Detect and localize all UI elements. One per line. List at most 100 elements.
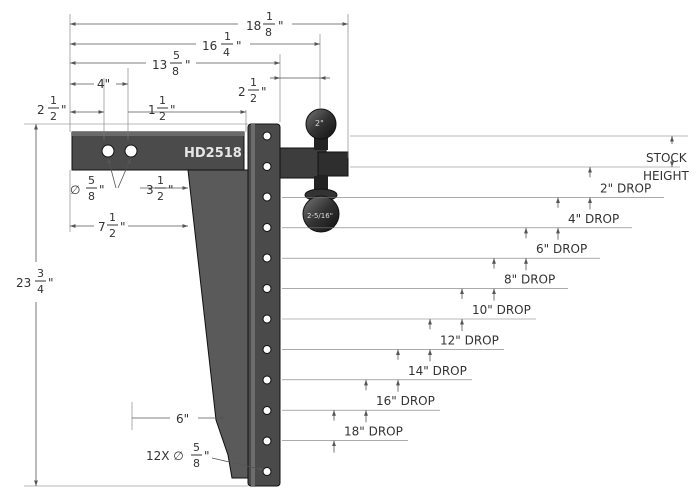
dim-ball-offset: 2 1 2 " xyxy=(238,76,267,105)
top-dimensions: 18 1 8 " 16 1 4 " 13 5 8 " 4" xyxy=(37,10,349,158)
drop-ladder: STOCK HEIGHT 2" DROP 4" DROP 6" DROP 8" DRO… xyxy=(282,135,689,453)
svg-text:2: 2 xyxy=(159,110,166,123)
svg-text:2: 2 xyxy=(238,85,246,99)
drop-label: 16" DROP xyxy=(376,394,435,408)
svg-text:1: 1 xyxy=(159,94,166,107)
drop-row: 12" DROP xyxy=(282,319,504,362)
svg-text:3: 3 xyxy=(146,183,154,197)
pin-hole-2 xyxy=(124,144,138,158)
drop-label: 8" DROP xyxy=(504,273,555,287)
svg-text:23: 23 xyxy=(16,276,31,290)
drop-label: 18" DROP xyxy=(344,425,403,439)
drop-row: 18" DROP xyxy=(282,410,408,453)
svg-text:3: 3 xyxy=(37,267,44,280)
drop-hole xyxy=(262,284,272,293)
top-ball xyxy=(305,108,337,140)
riser-plate xyxy=(187,169,251,479)
svg-text:5: 5 xyxy=(193,441,200,454)
svg-text:1: 1 xyxy=(109,211,116,224)
top-ball-label: 2" xyxy=(315,119,324,128)
svg-text:8: 8 xyxy=(88,190,95,203)
shank-highlight xyxy=(72,132,244,136)
dim-shank-length: 7 1 2 " xyxy=(98,211,126,240)
stock-height-label: STOCK HEIGHT xyxy=(643,151,689,183)
left-dimensions: ∅ 5 8 " 3 1 2 " 7 1 2 " xyxy=(16,123,265,487)
svg-text:2: 2 xyxy=(50,110,57,123)
dim-bottom-width: 6" xyxy=(176,412,189,426)
svg-text:12X ∅: 12X ∅ xyxy=(146,449,184,463)
dim-length-2: 16 1 4 " xyxy=(202,30,242,59)
drop-label: 12" DROP xyxy=(440,333,499,347)
svg-text:": " xyxy=(120,220,126,234)
svg-text:5: 5 xyxy=(88,174,95,187)
svg-text:": " xyxy=(168,183,174,197)
svg-text:1: 1 xyxy=(157,174,164,187)
svg-text:8: 8 xyxy=(193,457,200,470)
dim-pin-hole-dia: ∅ 5 8 " xyxy=(70,174,105,203)
drop-bar-edge xyxy=(251,124,255,486)
svg-text:4: 4 xyxy=(223,46,230,59)
drop-label: 10" DROP xyxy=(472,303,531,317)
dim-length-3: 13 5 8 " xyxy=(152,49,191,78)
svg-text:": " xyxy=(204,449,210,463)
pin-hole-1 xyxy=(101,144,115,158)
drop-hole xyxy=(262,131,272,141)
drop-label: 2" DROP xyxy=(600,181,651,195)
drop-hole xyxy=(262,467,272,476)
drop-bar-holes xyxy=(262,131,272,476)
drop-hole xyxy=(262,162,272,171)
svg-text:": " xyxy=(236,39,242,53)
svg-text:7: 7 xyxy=(98,220,106,234)
svg-text:": " xyxy=(278,19,284,33)
drop-row: 6" DROP xyxy=(282,227,600,271)
drop-row: 10" DROP xyxy=(282,288,536,331)
drop-hole xyxy=(262,223,272,232)
dim-hole-spacing-2: 1 1 2 " xyxy=(148,94,176,123)
svg-text:8: 8 xyxy=(172,65,179,78)
dim-taper-start: 3 1 2 " xyxy=(146,174,174,203)
svg-text:1: 1 xyxy=(50,94,57,107)
drop-hole xyxy=(262,314,272,324)
svg-text:": " xyxy=(185,58,191,72)
drop-row: 16" DROP xyxy=(282,379,440,423)
ball-mount-collar xyxy=(317,151,349,177)
svg-text:16: 16 xyxy=(202,39,217,53)
svg-text:8: 8 xyxy=(265,26,272,39)
drop-hole xyxy=(262,192,272,202)
dim-total-height: 23 3 4 " xyxy=(16,267,54,296)
drop-bar xyxy=(247,123,281,487)
svg-text:4: 4 xyxy=(37,283,44,296)
svg-text:": " xyxy=(99,183,105,197)
svg-text:∅: ∅ xyxy=(70,183,80,197)
drop-hole xyxy=(262,253,272,263)
drop-label: 4" DROP xyxy=(568,212,619,226)
drop-hole xyxy=(262,345,272,354)
drop-label: 6" DROP xyxy=(536,242,587,256)
svg-text:1: 1 xyxy=(224,30,231,43)
svg-text:2: 2 xyxy=(37,103,45,117)
svg-text:1: 1 xyxy=(250,76,257,89)
model-label: HD2518 xyxy=(184,146,242,161)
svg-text:1: 1 xyxy=(266,10,273,23)
svg-text:13: 13 xyxy=(152,58,167,72)
dim-drop-holes: 12X ∅ 5 8 " xyxy=(146,441,210,470)
shank xyxy=(71,131,245,171)
svg-text:STOCK: STOCK xyxy=(646,151,688,165)
svg-text:": " xyxy=(170,103,176,117)
drop-row: 4" DROP xyxy=(282,197,632,240)
svg-text:5: 5 xyxy=(173,49,180,62)
svg-text:2: 2 xyxy=(109,227,116,240)
svg-text:1: 1 xyxy=(148,103,156,117)
svg-text:": " xyxy=(261,85,267,99)
svg-text:18: 18 xyxy=(246,19,261,33)
dim-hole-spacing: 4" xyxy=(97,77,110,91)
drop-row: 2" DROP xyxy=(282,167,664,210)
drop-label: 14" DROP xyxy=(408,364,467,378)
bottom-ball-label: 2-5/16" xyxy=(307,212,333,220)
drop-hole xyxy=(262,375,272,385)
bottom-ball xyxy=(302,195,340,233)
svg-text:HEIGHT: HEIGHT xyxy=(643,169,689,183)
dim-overall-length: 18 1 8 " xyxy=(246,10,284,39)
hitch-parts: HD2518 2" 2-5/16" xyxy=(71,108,349,487)
